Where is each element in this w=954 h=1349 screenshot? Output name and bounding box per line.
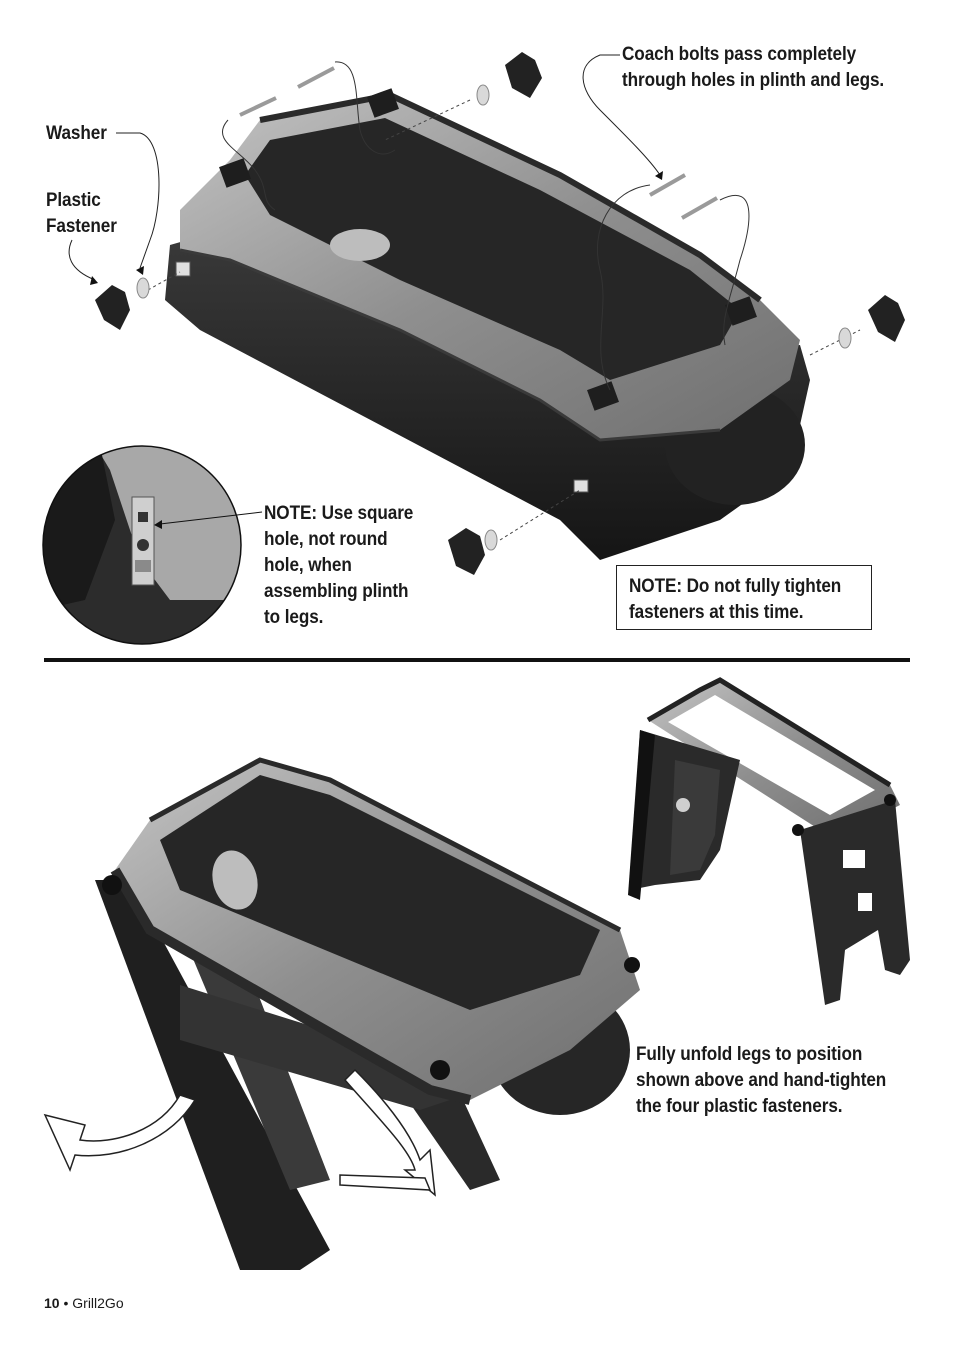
unfolding-legs-illustration <box>43 757 640 1270</box>
washer-label: Washer <box>46 122 107 144</box>
coach-bolts-label: Coach bolts pass completely through hole… <box>622 41 884 93</box>
plastic-fastener-line-1: Plastic <box>46 189 101 211</box>
note-square-hole: NOTE: Use square hole, not round hole, w… <box>264 500 413 630</box>
note-square-hole-line-3: hole, when <box>264 554 352 576</box>
note-square-hole-line-5: to legs. <box>264 606 324 628</box>
unfold-legs-line-1: Fully unfold legs to position <box>636 1043 863 1065</box>
footer-product-name: Grill2Go <box>72 1295 124 1311</box>
note-square-hole-line-4: assembling plinth <box>264 580 409 602</box>
unfold-legs-line-2: shown above and hand-tighten <box>636 1069 887 1091</box>
section-divider <box>44 658 910 662</box>
plastic-fastener-line-2: Fastener <box>46 215 117 237</box>
note-tighten-line-1: NOTE: Do not fully tighten <box>629 575 842 597</box>
unfold-legs-line-3: the four plastic fasteners. <box>636 1095 843 1117</box>
coach-bolts-line-1: Coach bolts pass completely <box>622 43 857 65</box>
note-tighten-line-2: fasteners at this time. <box>629 601 804 623</box>
footer-separator: • <box>63 1295 69 1311</box>
page-number: 10 <box>44 1295 60 1311</box>
square-hole-detail-circle <box>42 445 263 645</box>
unfolded-stand-illustration <box>628 677 910 1005</box>
plastic-fastener-label: Plastic Fastener <box>46 187 117 239</box>
note-tighten-box <box>616 565 872 630</box>
note-square-hole-line-2: hole, not round <box>264 528 388 550</box>
unfold-legs-instruction: Fully unfold legs to position shown abov… <box>636 1041 886 1119</box>
note-tighten-text: NOTE: Do not fully tighten fasteners at … <box>629 573 841 625</box>
page-footer: 10 • Grill2Go <box>44 1295 124 1311</box>
coach-bolts-line-2: through holes in plinth and legs. <box>622 69 885 91</box>
note-square-hole-line-1: NOTE: Use square <box>264 502 414 524</box>
plinth-exploded-view <box>68 52 905 575</box>
